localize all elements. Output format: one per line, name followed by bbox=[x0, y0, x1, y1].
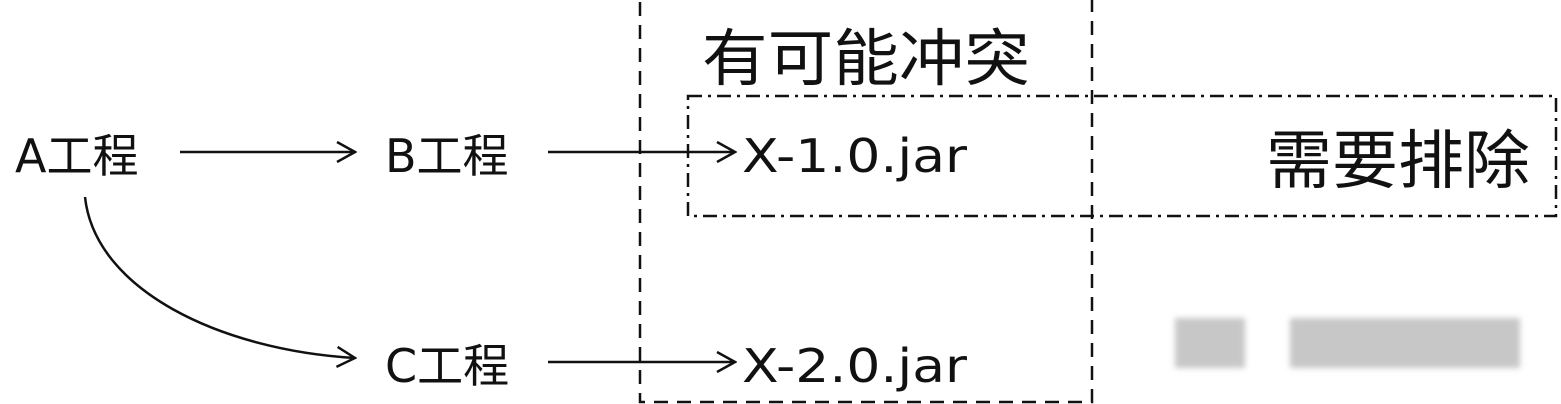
node-b: B工程 bbox=[385, 129, 509, 183]
exclude-region-box bbox=[686, 94, 1558, 218]
conflict-label: 有可能冲突 bbox=[702, 22, 1030, 95]
node-c: C工程 bbox=[385, 339, 509, 393]
conflict-region-box bbox=[638, 0, 1094, 404]
blurred-watermark bbox=[1175, 318, 1520, 368]
node-x1: X-1.0.jar bbox=[742, 129, 967, 183]
node-x2: X-2.0.jar bbox=[742, 339, 967, 393]
exclude-label: 需要排除 bbox=[1266, 125, 1530, 199]
node-a: A工程 bbox=[15, 129, 138, 183]
arrow-a-to-c bbox=[83, 196, 355, 358]
